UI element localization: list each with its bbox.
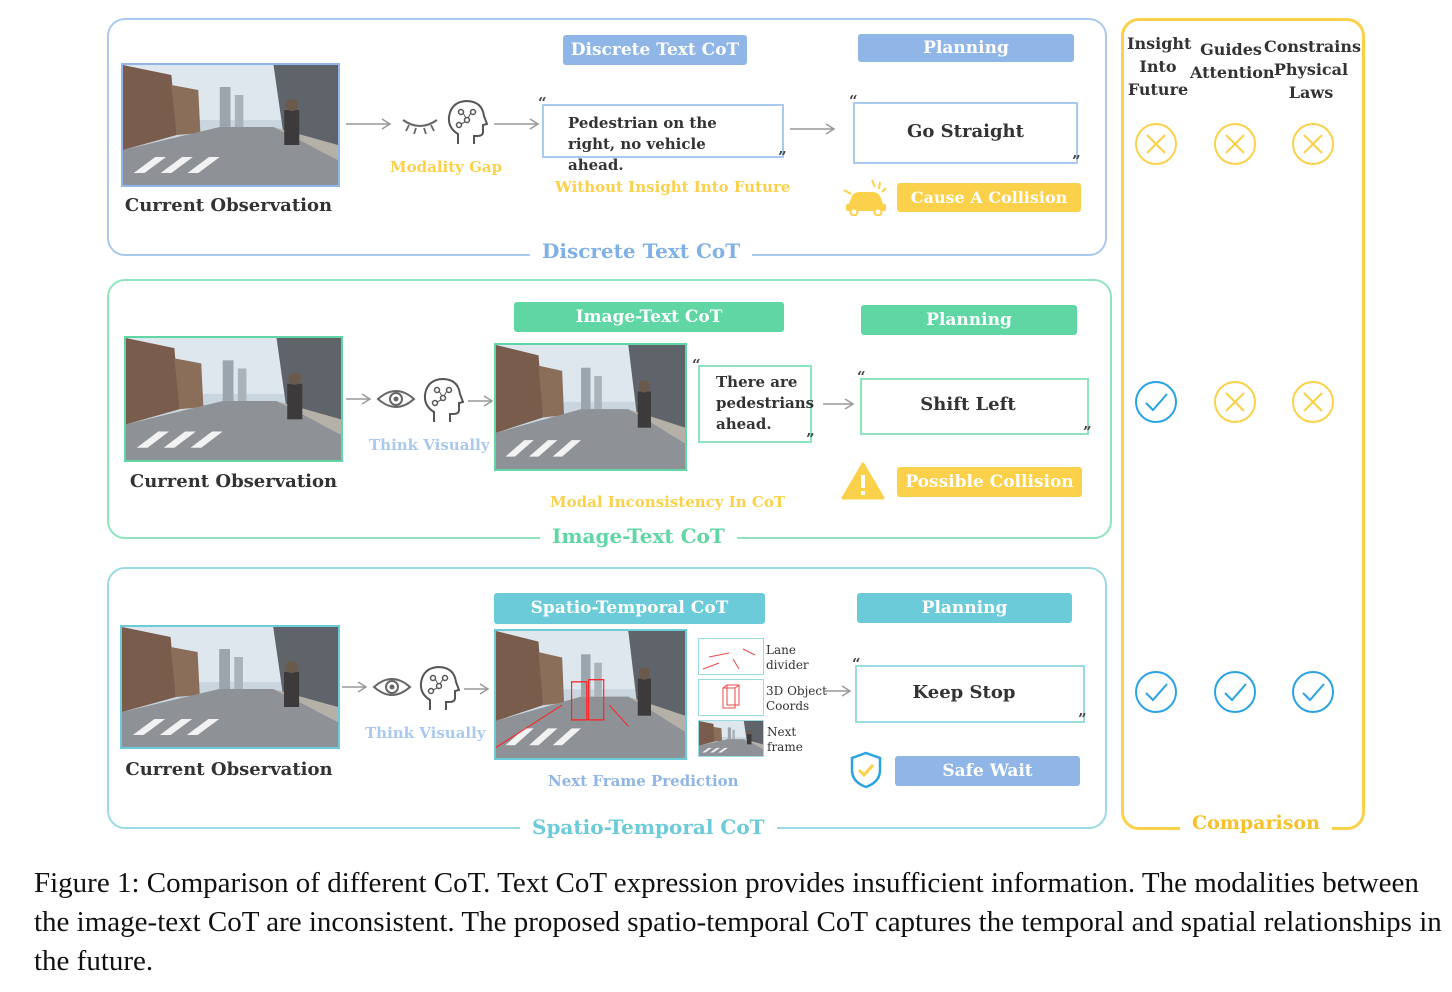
open-eye-icon [376, 390, 416, 408]
reasoning-text-box-right [798, 365, 812, 443]
arrow-icon [464, 683, 490, 695]
planning-pill: Planning [858, 34, 1074, 62]
safe-wait-pill: Safe Wait [895, 756, 1080, 786]
cross-icon [1135, 123, 1177, 165]
cross-icon [1214, 123, 1256, 165]
brain-head-icon [447, 99, 488, 144]
predicted-frame-image [494, 629, 687, 760]
brain-head-icon [423, 377, 464, 422]
close-quote: ” [806, 430, 815, 448]
plan-shift-left: Shift Left [920, 394, 1016, 415]
current-observation-image [121, 63, 340, 187]
open-quote: “ [857, 368, 866, 386]
open-quote: “ [849, 92, 858, 110]
image-text-cot-pill: Image-Text CoT [514, 302, 784, 332]
shield-check-icon [850, 751, 882, 789]
legend-label-lane-divider: Lane divider [766, 643, 809, 672]
header-guides-attention: Guides Attention [1190, 40, 1275, 82]
imagined-frame-image [494, 343, 687, 471]
close-quote: ” [1083, 423, 1092, 441]
spatio-temporal-panel-title: Spatio-Temporal CoT [520, 815, 777, 839]
plan-go-straight: Go Straight [907, 121, 1024, 142]
check-icon [1214, 671, 1256, 713]
cause-collision-pill: Cause A Collision [897, 183, 1081, 212]
arrow-icon [494, 118, 540, 130]
plan-box [853, 102, 1078, 164]
figure-caption: Figure 1: Comparison of different CoT. T… [34, 867, 1442, 977]
reasoning-text-box [542, 104, 784, 158]
open-quote: “ [852, 655, 861, 673]
think-visually-label: Think Visually [365, 724, 486, 742]
spatio-temporal-cot-pill: Spatio-Temporal CoT [494, 593, 765, 624]
closed-eye-icon [402, 119, 438, 135]
reasoning-text-box-right [770, 104, 784, 158]
brain-head-icon [419, 665, 460, 710]
next-frame-prediction-note: Next Frame Prediction [548, 772, 739, 790]
modality-gap-label: Modality Gap [390, 158, 503, 176]
arrow-icon [346, 118, 392, 130]
reasoning-text: Pedestrian on the right, no vehicle ahea… [568, 114, 717, 174]
next-frame-thumbnail [698, 720, 764, 757]
open-quote: “ [692, 356, 701, 374]
planning-pill: Planning [857, 593, 1072, 623]
lane-divider-thumbnail [698, 638, 764, 675]
current-observation-image [124, 336, 343, 462]
legend-label-next-frame: Next frame [767, 725, 803, 754]
image-text-panel-title: Image-Text CoT [540, 524, 737, 548]
plan-box [860, 378, 1089, 435]
warning-icon [841, 462, 885, 500]
plan-keep-stop: Keep Stop [912, 682, 1016, 703]
observation-caption: Current Observation [125, 759, 333, 780]
car-crash-icon [843, 179, 887, 216]
discrete-text-cot-pill: Discrete Text CoT [563, 35, 747, 65]
object-coords-thumbnail [698, 679, 764, 716]
reasoning-text: There are pedestrians ahead. [716, 373, 815, 433]
current-observation-image [120, 625, 340, 749]
without-insight-note: Without Insight Into Future [555, 178, 791, 196]
discrete-panel-title: Discrete Text CoT [530, 239, 753, 263]
arrow-icon [824, 685, 852, 697]
cross-icon [1292, 381, 1334, 423]
reasoning-text-box [698, 365, 812, 443]
planning-pill: Planning [861, 305, 1077, 335]
cross-icon [1292, 123, 1334, 165]
header-insight-into-future: Insight Into Future [1127, 34, 1192, 99]
arrow-icon [468, 395, 494, 407]
think-visually-label: Think Visually [369, 436, 490, 454]
check-icon [1135, 381, 1177, 423]
header-constrains-physical-laws: Constrains Physical Laws [1264, 37, 1361, 102]
observation-caption: Current Observation [129, 471, 338, 492]
arrow-icon [346, 393, 372, 405]
comparison-title: Comparison [1180, 812, 1332, 834]
possible-collision-pill: Possible Collision [897, 467, 1082, 497]
modal-inconsistency-note: Modal Inconsistency In CoT [550, 493, 785, 511]
arrow-icon [823, 398, 855, 410]
check-icon [1135, 671, 1177, 713]
close-quote: ” [1078, 710, 1087, 728]
check-icon [1292, 671, 1334, 713]
arrow-icon [342, 681, 368, 693]
close-quote: ” [778, 148, 787, 166]
open-quote: “ [538, 94, 547, 112]
arrow-icon [790, 123, 836, 135]
observation-caption: Current Observation [124, 195, 333, 216]
open-eye-icon [372, 678, 412, 696]
close-quote: ” [1072, 152, 1081, 170]
legend-label-3d-object-coords: 3D Object Coords [766, 684, 827, 713]
plan-box [855, 665, 1085, 723]
cross-icon [1214, 381, 1256, 423]
